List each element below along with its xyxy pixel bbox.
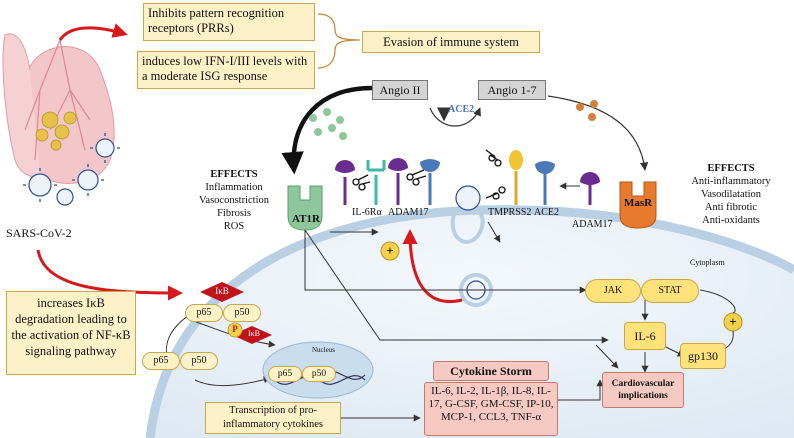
plus-label-left: +	[386, 243, 394, 258]
plus-label-right: +	[729, 314, 737, 329]
effect-left-item: Vasoconstriction	[199, 195, 269, 206]
angio2-dots	[309, 108, 347, 140]
p65-pill-free: p65	[142, 352, 180, 370]
p50-pill-free: p50	[180, 352, 218, 370]
gp130-box: gp130	[680, 343, 726, 369]
transcription-box: Transcription of pro-inflammatory cytoki…	[205, 402, 341, 434]
angio17-dots	[576, 100, 598, 121]
effects-right-title: EFFECTS	[707, 163, 755, 174]
virus-to-adam17-arrow	[402, 229, 463, 303]
lungs-icon	[2, 33, 115, 184]
effect-right-item: Anti-inflammatory	[691, 176, 771, 187]
ikb-label-top: IκB	[215, 286, 229, 296]
adam17-left-label: ADAM17	[388, 207, 429, 218]
ikb-label-phospho: IκB	[247, 329, 261, 338]
virus-particles-icon	[28, 138, 115, 206]
il6-box: IL-6	[624, 322, 666, 350]
tmprss2-label: TMPRSS2	[488, 207, 532, 218]
il6ra-icon	[366, 160, 386, 205]
ace2-receptor-label: ACE2	[534, 207, 559, 218]
cell-membrane	[145, 205, 794, 438]
p65-pill-top: p65	[185, 304, 223, 322]
plus-circle-left	[380, 241, 400, 261]
cytoplasm-label: Cytoplasm	[690, 258, 725, 267]
bracket	[317, 13, 361, 69]
effect-right-item: Anti fibrotic	[704, 202, 758, 213]
ace2-left-icon	[420, 159, 440, 205]
tmprss2-icon	[509, 150, 523, 205]
at1r-to-il6-arrow	[304, 229, 609, 344]
angio2-to-at1r-arrow	[281, 85, 373, 175]
virus-label: SARS-CoV-2	[6, 226, 72, 240]
phospho-circle	[227, 322, 243, 338]
angio17-to-masr-arrow	[547, 95, 649, 171]
effect-right-item: Vasodilatation	[700, 189, 762, 200]
p50-pill-top: p50	[223, 304, 261, 322]
effect-left-item: Fibrosis	[217, 208, 251, 219]
prr-box: Inhibits pattern recognition receptors (…	[143, 3, 315, 41]
masr-label: MasR	[624, 197, 653, 209]
jak-pill: JAK	[585, 279, 641, 303]
cardiovascular-box: Cardiovascular implications	[602, 372, 684, 408]
p50-pill-nucleus: p50	[302, 366, 336, 382]
angio2-box: Angio II	[372, 80, 428, 100]
nucleus-label: Nucleus	[312, 346, 335, 354]
ikb-degradation-box: increases IκB degradation leading to the…	[6, 291, 136, 375]
effects-left: EFFECTS Inflammation Vasoconstriction Fi…	[196, 168, 272, 233]
phospho-label: P	[232, 324, 238, 334]
ace2-right-icon	[535, 161, 555, 205]
stat-pill: STAT	[641, 279, 699, 303]
effects-right: EFFECTS Anti-inflammatory Vasodilatation…	[672, 162, 790, 227]
adam17-right-label: ADAM17	[572, 219, 613, 230]
adam17-right-icon	[580, 172, 600, 205]
il6ra-label: IL-6Rα	[352, 207, 382, 218]
evasion-box: Evasion of immune system	[362, 31, 540, 53]
at1r-receptor	[287, 185, 323, 231]
at1r-to-jak-arrow	[304, 230, 587, 294]
cytokine-storm-title: Cytokine Storm	[433, 361, 549, 381]
ace2-label: ACE2	[448, 104, 475, 115]
cytokine-storm-list: IL-6, IL-2, IL-1β, IL-8, IL-17, G-CSF, G…	[424, 382, 558, 436]
virus-to-ikb-arrow	[36, 249, 183, 301]
effect-right-item: Anti-oxidants	[702, 215, 760, 226]
p65-pill-nucleus: p65	[268, 366, 302, 382]
adam17-center-icon	[388, 158, 408, 205]
ikb-diamond-top	[200, 282, 244, 302]
effect-left-item: ROS	[223, 221, 245, 232]
virus-to-prr-arrow	[58, 23, 128, 41]
angio17-box: Angio 1-7	[478, 80, 546, 100]
effect-left-item: Inflammation	[205, 182, 263, 193]
effects-left-title: EFFECTS	[210, 169, 258, 180]
adam17-left-icon	[335, 160, 355, 205]
masr-receptor	[619, 181, 657, 229]
scissors-icons	[352, 149, 506, 200]
at1r-label: AT1R	[292, 213, 320, 225]
ace2-conversion-arrow	[429, 107, 481, 127]
ifn-box: induces low IFN-I/III levels with a mode…	[137, 51, 315, 89]
